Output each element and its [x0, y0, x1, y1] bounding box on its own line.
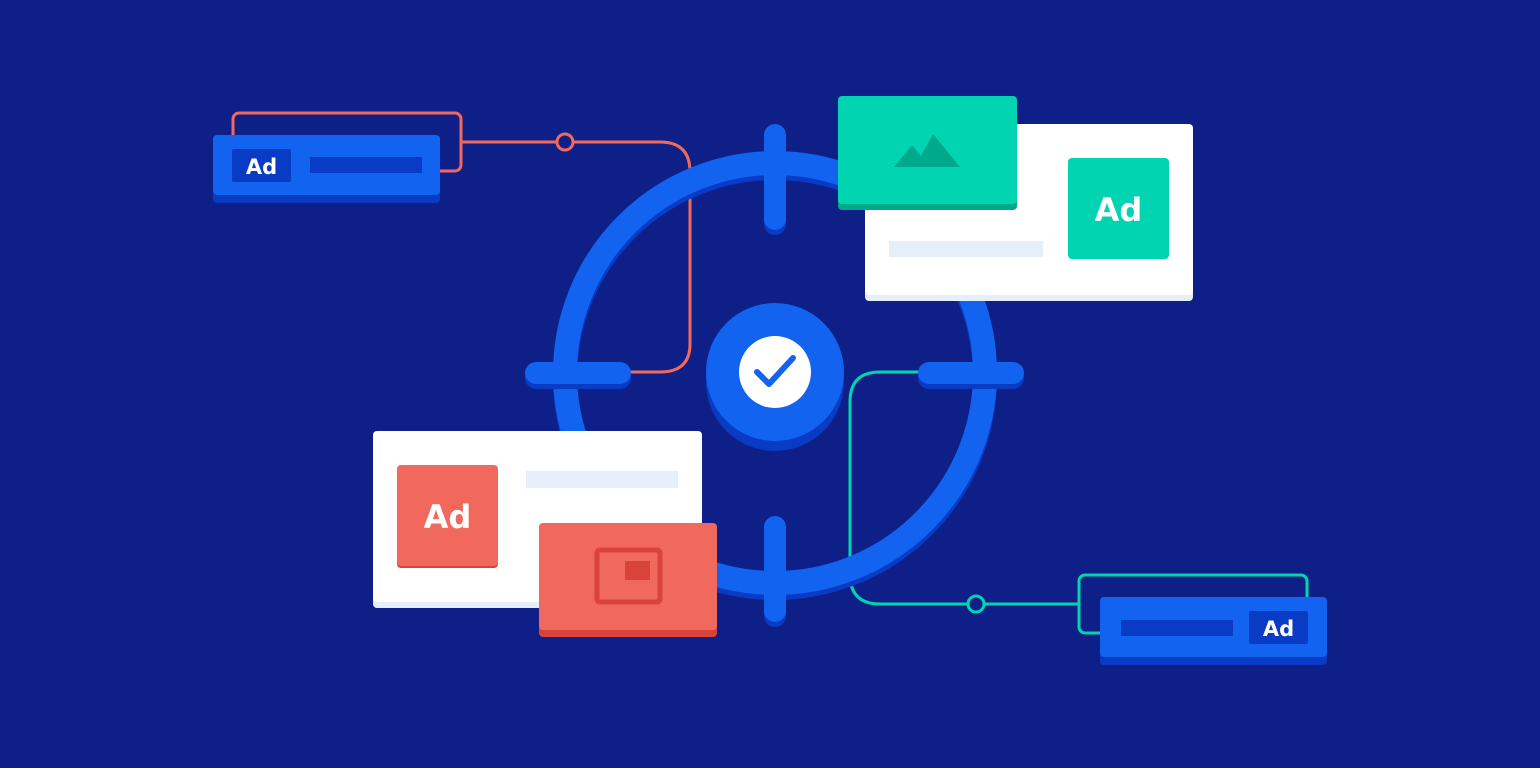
ad-label: Ad: [1095, 191, 1143, 229]
crosshair-tick-bottom: [764, 516, 786, 622]
bottom-left-card-ad: Ad: [373, 431, 717, 637]
text-placeholder-bar: [889, 241, 1043, 257]
top-right-card-ad: Ad: [838, 96, 1193, 301]
ad-label: Ad: [424, 498, 472, 536]
crosshair-tick-top: [764, 124, 786, 230]
teal-connector: [848, 370, 1309, 635]
crosshair-tick-right: [918, 362, 1024, 384]
mountain-image-icon: [894, 134, 960, 167]
picture-in-picture-icon: [594, 547, 663, 605]
text-placeholder-bar: [1121, 620, 1233, 636]
target-crosshair: [525, 124, 1024, 627]
bottom-right-banner-ad: Ad: [1100, 597, 1327, 665]
top-left-banner-ad: Ad: [213, 135, 440, 203]
ad-label: Ad: [1263, 617, 1294, 641]
text-placeholder-bar: [310, 157, 422, 173]
checkmark-icon: [754, 355, 796, 387]
crosshair-tick-left: [525, 362, 631, 384]
ad-label: Ad: [246, 155, 277, 179]
text-placeholder-bar: [526, 471, 678, 488]
